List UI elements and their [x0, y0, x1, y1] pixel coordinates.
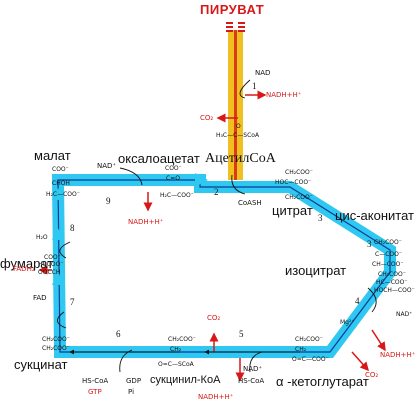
- release-arrows: [38, 90, 386, 382]
- iso-f1: CH₂COO⁻: [378, 271, 406, 278]
- fum-f3: OOCCH: [38, 269, 61, 276]
- citrate-f3: CH₂COO⁻: [285, 194, 313, 201]
- citrate-f2: HOC—COO⁻: [275, 179, 312, 186]
- akg-f2: CH₂: [295, 346, 307, 353]
- succoa-f2: CH₂: [170, 346, 182, 353]
- succinate-label: сукцинат: [14, 357, 68, 372]
- step-7: 7: [70, 297, 75, 307]
- cofactor-arrows: [57, 79, 377, 373]
- nadh-bottom: NADH+H⁺: [198, 393, 234, 401]
- succinyl-coa-label: сукцинил-КоА: [150, 374, 221, 386]
- iso-f3: HOCH—COO⁻: [374, 287, 415, 294]
- step-6: 6: [116, 329, 121, 339]
- step-8: 8: [70, 223, 75, 233]
- pyruvate-entry-track: [226, 22, 245, 180]
- pyruvate-title: ПИРУВАТ: [200, 2, 265, 17]
- step-2: 2: [214, 187, 219, 197]
- succoa-f1: CH₂COO⁻: [168, 336, 196, 343]
- h2o-label: H₂O: [36, 234, 48, 241]
- fum-f1: COO⁻: [44, 254, 61, 261]
- co2-bottom: CO₂: [207, 314, 221, 322]
- nad-bottom: NAD⁺: [243, 365, 263, 373]
- cis-f3: CH—COO⁻: [372, 261, 404, 268]
- akg-f3: O=C—COO⁻: [292, 356, 329, 363]
- isocitrate-label: изоцитрат: [285, 263, 347, 278]
- coash-label: CoASH: [238, 199, 262, 207]
- cis-f1: CH₂COO⁻: [374, 239, 402, 246]
- cis-f2: C—COO⁻: [375, 251, 402, 258]
- gdp-label: GDP: [126, 377, 142, 385]
- nad-top: NAD: [255, 69, 271, 77]
- iso-f2: HC—COO⁻: [376, 279, 408, 286]
- akg-f1: CH₂COO⁻: [295, 336, 323, 343]
- acetyl-coa-label: АцетилCoA: [205, 151, 276, 166]
- cis-aconitate-label: цис-аконитат: [335, 208, 414, 223]
- mal-f3: H₂C—COO⁻: [46, 191, 80, 198]
- oxa-f2: C=O: [166, 175, 180, 182]
- succoa-f3: O=C—SCoA: [158, 361, 194, 368]
- citrate-f1: CH₂COO⁻: [285, 169, 313, 176]
- hscoa-bottom: HS-CoA: [238, 377, 265, 385]
- nadh-oxalo: NADH+H⁺: [128, 218, 164, 226]
- cycle-direction-arrows: [52, 173, 208, 285]
- step-3b: 3: [367, 239, 372, 249]
- step-1: 1: [252, 81, 257, 91]
- nad-right: NAD⁺: [396, 311, 413, 318]
- fum-f2: HCCOO⁻: [38, 261, 64, 268]
- step-3a: 3: [318, 213, 323, 223]
- step-9: 9: [106, 196, 111, 206]
- acetyl-o: O: [236, 123, 241, 130]
- nad-oxalo: NAD⁺: [97, 162, 117, 170]
- fadh2-label: FADH₂: [13, 265, 35, 273]
- fumarate-label: фумарат: [0, 256, 54, 271]
- pi-label: Pi: [128, 388, 135, 396]
- acetyl-formula: H₃C—C—SCoA: [216, 132, 260, 139]
- mal-f2: CHOH: [52, 180, 70, 187]
- succ-f2: CH₂COO⁻: [42, 345, 70, 352]
- mal-f1: COO⁻: [52, 166, 69, 173]
- oxaloacetate-label: оксалоацетат: [118, 151, 200, 166]
- citrate-label: цитрат: [272, 203, 313, 218]
- oxa-f3: H₂C—COO⁻: [160, 192, 194, 199]
- step-5: 5: [239, 329, 244, 339]
- step-4: 4: [355, 296, 360, 306]
- nadh-top: NADH+H⁺: [266, 91, 302, 99]
- hscoa-left: HS-CoA: [82, 377, 109, 385]
- co2-right: CO₂: [365, 371, 379, 379]
- mg-label: Mg²⁺: [340, 319, 355, 326]
- nadh-right: NADH+H⁺: [380, 351, 416, 359]
- fad-label: FAD: [33, 294, 47, 302]
- co2-top: CO₂: [200, 114, 214, 122]
- oxa-f1: COO⁻: [165, 165, 182, 172]
- malate-label: малат: [34, 148, 71, 163]
- gtp-label: GTP: [88, 388, 102, 396]
- succ-f1: CH₂COO⁻: [42, 336, 70, 343]
- alpha-ketoglutarate-label: α -кетоглутарат: [276, 374, 369, 389]
